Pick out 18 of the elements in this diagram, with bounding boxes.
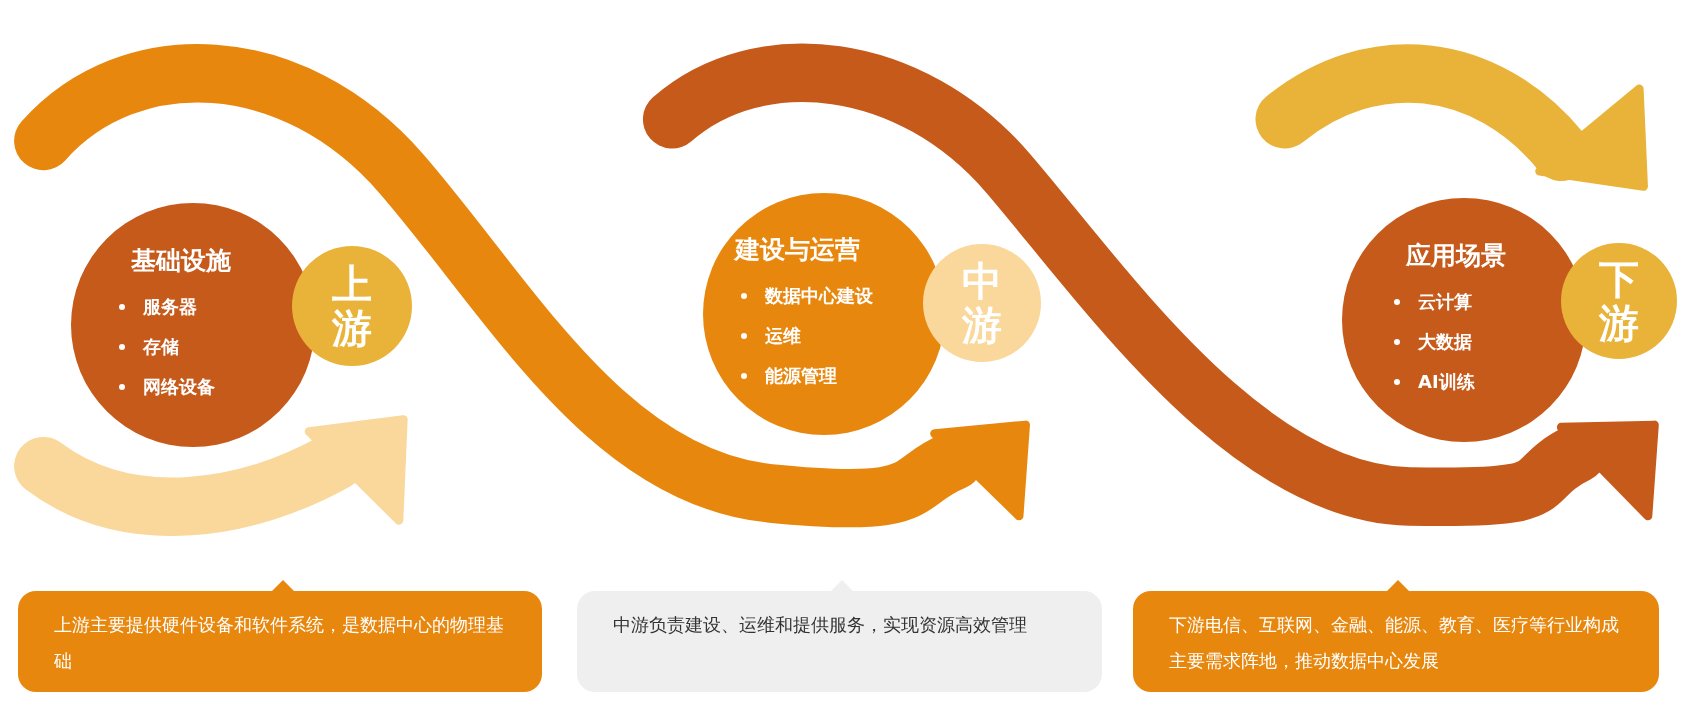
callout-text: 上游主要提供硬件设备和软件系统，是数据中心的物理基础 (54, 613, 505, 673)
callout-text: 中游负责建设、运维和提供服务，实现资源高效管理 (613, 613, 1028, 637)
bullet-item: 大数据 (1392, 321, 1472, 362)
bullet-item: 服务器 (117, 286, 197, 327)
stage-label: 上游 (332, 262, 372, 350)
stage-label: 中游 (962, 259, 1002, 347)
stage-label: 下游 (1599, 257, 1639, 345)
bullet-item: AI训练 (1392, 361, 1475, 402)
bullet-item: 运维 (739, 315, 801, 356)
bullet-item: 网络设备 (117, 366, 215, 407)
bullet-item: 能源管理 (739, 355, 837, 396)
bullet-item: 存储 (117, 326, 179, 367)
bullet-item: 云计算 (1392, 281, 1472, 322)
callout-text: 下游电信、互联网、金融、能源、教育、医疗等行业构成主要需求阵地，推动数据中心发展 (1169, 613, 1620, 673)
stage-title: 建设与运营 (735, 233, 860, 266)
bullet-item: 数据中心建设 (739, 275, 873, 316)
stage-title: 应用场景 (1406, 239, 1506, 272)
stage-title: 基础设施 (131, 244, 231, 277)
